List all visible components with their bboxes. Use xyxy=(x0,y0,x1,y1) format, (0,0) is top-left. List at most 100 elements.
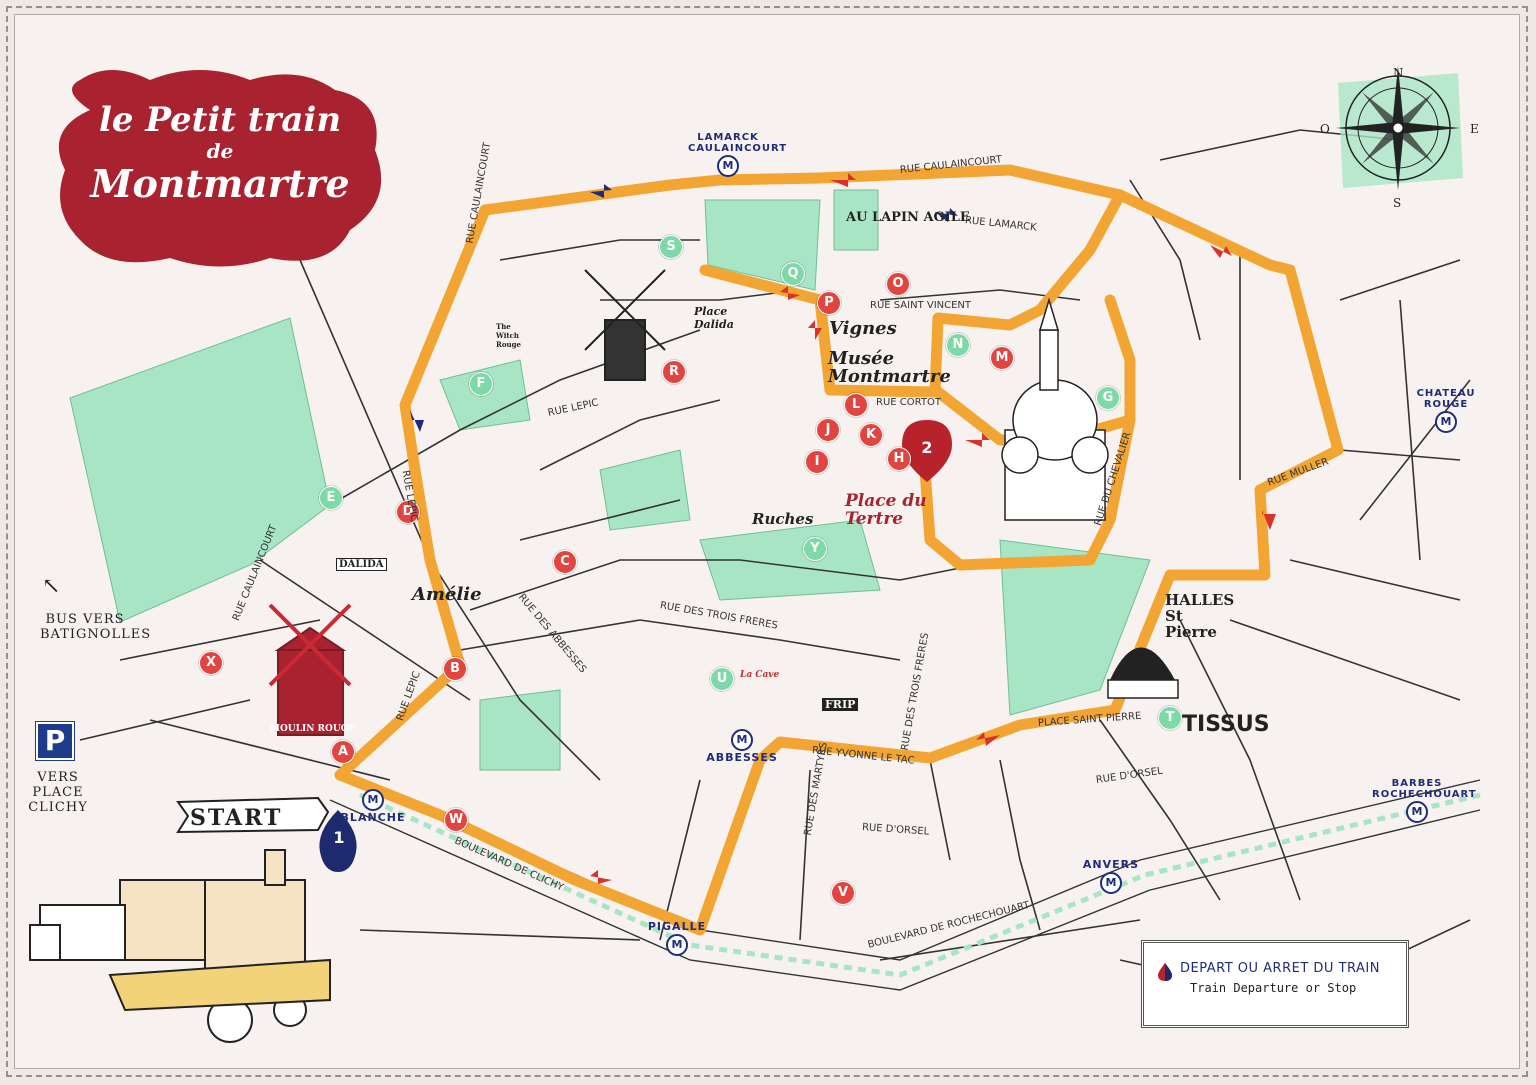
green-area-tertre xyxy=(699,519,881,601)
compass-west-label: O xyxy=(1320,122,1330,136)
direction-arrows-blue xyxy=(410,184,958,432)
start-banner xyxy=(176,796,330,834)
stop-s[interactable]: S xyxy=(659,235,683,259)
stop-y[interactable]: Y xyxy=(803,537,827,561)
stop-a[interactable]: A xyxy=(331,740,355,764)
arrow-blue xyxy=(410,410,424,432)
legend-english: Train Departure or Stop xyxy=(1190,981,1357,995)
metro-icon: M xyxy=(731,729,753,751)
metro-lamarck-label: LAMARCK CAULAINCOURT xyxy=(688,132,788,154)
compass-north-label: N xyxy=(1393,66,1404,80)
stop-t[interactable]: T xyxy=(1158,706,1182,730)
landmark-place-tertre: Place du Tertre xyxy=(845,491,927,529)
stop-q[interactable]: Q xyxy=(781,262,805,286)
stop-o[interactable]: O xyxy=(886,272,910,296)
metro-blanche[interactable]: M BLANCHE xyxy=(338,788,408,824)
stop-e[interactable]: E xyxy=(319,486,343,510)
metro-icon: M xyxy=(1100,872,1122,894)
sacre-coeur-illustration xyxy=(1001,297,1109,521)
legend-box: DEPART OU ARRET DU TRAIN Train Departure… xyxy=(1141,940,1409,1028)
boulevard-trees xyxy=(358,792,1481,978)
arrow-blue xyxy=(590,184,612,198)
metro-abbesses-label: ABBESSES xyxy=(706,751,778,764)
stop-u[interactable]: U xyxy=(710,667,734,691)
stop-k[interactable]: K xyxy=(859,423,883,447)
stop-v[interactable]: V xyxy=(831,881,855,905)
start-label: START xyxy=(190,805,283,831)
metro-icon: M xyxy=(362,789,384,811)
marker-1-label: 1 xyxy=(333,828,345,847)
arrow-red xyxy=(590,870,612,884)
landmark-la-cave: La Cave xyxy=(740,670,780,680)
arrow-red xyxy=(1262,510,1276,530)
stop-j[interactable]: J xyxy=(816,418,840,442)
parking-icon: P xyxy=(36,722,74,760)
direction-arrows-red xyxy=(590,173,1276,884)
landmark-ruches: Ruches xyxy=(752,510,814,528)
legend-french: DEPART OU ARRET DU TRAIN xyxy=(1180,961,1380,976)
stop-m[interactable]: M xyxy=(990,346,1014,370)
arrow-red xyxy=(808,320,822,340)
metro-pigalle-label: PIGALLE xyxy=(647,920,707,933)
compass-rose xyxy=(1336,66,1463,190)
green-area-west xyxy=(69,317,331,623)
metro-chateau-rouge[interactable]: CHATEAU ROUGE M xyxy=(1416,388,1476,433)
stop-d[interactable]: D xyxy=(396,500,420,524)
stop-b[interactable]: B xyxy=(443,657,467,681)
stop-i[interactable]: I xyxy=(805,450,829,474)
halles-illustration xyxy=(1107,647,1179,699)
parking-direction-label: VERS PLACE CLICHY xyxy=(28,770,88,815)
metro-icon: M xyxy=(1406,801,1428,823)
marker-2[interactable]: 2 xyxy=(910,432,944,476)
landmark-tissus: TISSUS xyxy=(1182,712,1270,737)
moulin-rouge-illustration xyxy=(268,603,352,736)
metro-lamarck[interactable]: LAMARCK CAULAINCOURT M xyxy=(688,132,788,177)
metro-icon: M xyxy=(1435,411,1457,433)
stop-c[interactable]: C xyxy=(553,550,577,574)
stop-g[interactable]: G xyxy=(1096,386,1120,410)
legend-drop-icon xyxy=(1158,963,1172,981)
street-label: RUE SAINT VINCENT xyxy=(870,300,972,311)
metro-pigalle[interactable]: PIGALLE M xyxy=(642,920,712,956)
arrow-blue xyxy=(935,208,958,222)
arrow-red xyxy=(830,173,856,187)
stop-w[interactable]: W xyxy=(444,808,468,832)
landmark-dalida: DALIDA xyxy=(336,558,387,571)
landmark-amelie: Amélie xyxy=(412,584,482,605)
map-title: le Petit train de Montmartre xyxy=(55,100,385,206)
marker-2-label: 2 xyxy=(921,438,933,457)
metro-anvers[interactable]: ANVERS M xyxy=(1076,858,1146,894)
stop-h[interactable]: H xyxy=(887,447,911,471)
stop-l[interactable]: L xyxy=(844,393,868,417)
metro-abbesses[interactable]: M ABBESSES xyxy=(702,728,782,764)
stop-p[interactable]: P xyxy=(817,291,841,315)
metro-barbes[interactable]: BARBES ROCHECHOUART M xyxy=(1372,778,1476,823)
stop-n[interactable]: N xyxy=(946,333,970,357)
green-area-square-small xyxy=(599,449,691,531)
landmark-lapin-agile: AU LAPIN AGILE xyxy=(846,210,970,225)
arrow-red xyxy=(976,732,1000,746)
arrow-red xyxy=(780,286,800,300)
arrow-red xyxy=(1210,245,1232,258)
metro-chateau-rouge-label: CHATEAU ROUGE xyxy=(1416,388,1476,410)
stop-x[interactable]: X xyxy=(199,651,223,675)
landmark-halles: HALLES St Pierre xyxy=(1165,591,1235,641)
stop-f[interactable]: F xyxy=(469,372,493,396)
stop-r[interactable]: R xyxy=(662,360,686,384)
landmark-place-dalida: Place Dalida xyxy=(694,305,734,331)
metro-icon: M xyxy=(666,934,688,956)
bus-direction-label: BUS VERS BATIGNOLLES xyxy=(40,612,152,642)
title-line-2: de xyxy=(206,139,234,163)
landmark-frip: FRIP xyxy=(822,698,859,711)
marker-1[interactable]: 1 xyxy=(322,822,356,866)
landmark-musee: Musée Montmartre xyxy=(828,348,951,387)
green-area-north-square xyxy=(833,189,879,251)
title-cloud-shape xyxy=(58,70,382,267)
landmark-vignes: Vignes xyxy=(829,318,897,339)
title-line-1: le Petit train xyxy=(98,100,342,140)
metro-icon: M xyxy=(717,155,739,177)
street-label: RUE CORTOT xyxy=(876,397,941,408)
arrow-northwest-icon: ↖ xyxy=(42,574,62,599)
